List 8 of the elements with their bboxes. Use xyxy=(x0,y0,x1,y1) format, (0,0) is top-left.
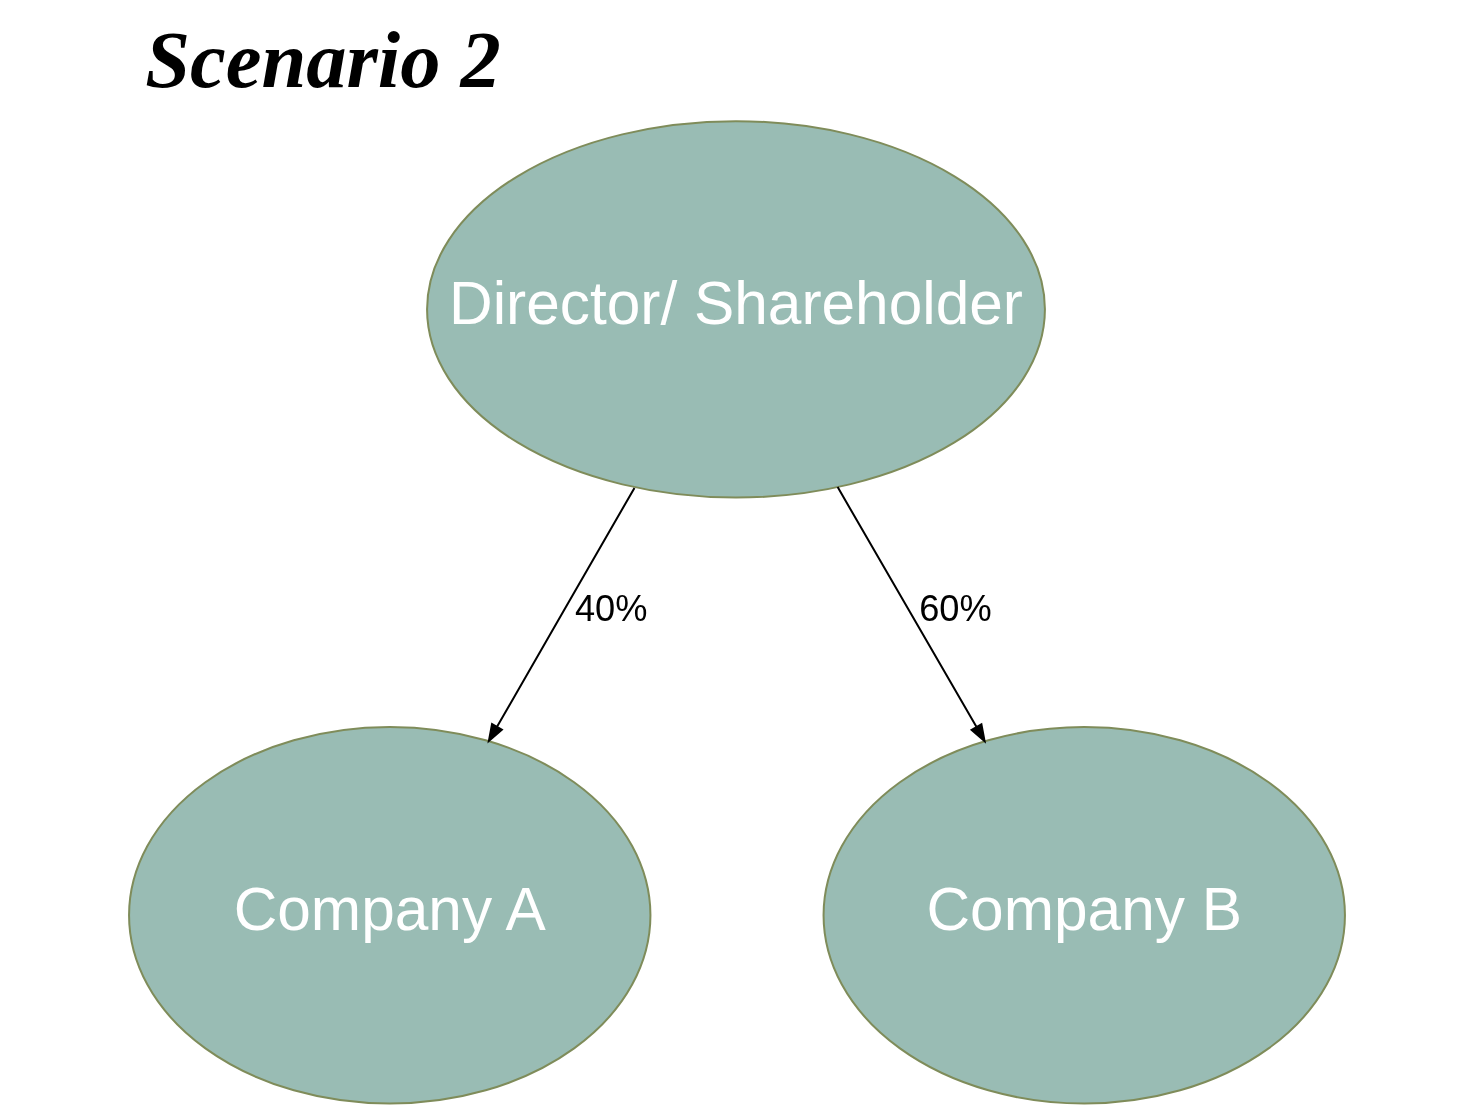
node-ellipse: Company A xyxy=(127,726,651,1105)
node-ellipse: Director/ Shareholder xyxy=(425,120,1046,499)
node-ellipse: Company B xyxy=(822,726,1346,1105)
edge-label: 60% xyxy=(918,588,992,630)
diagram-title: Scenario 2 xyxy=(144,14,501,104)
edge-label: 40% xyxy=(574,588,647,630)
arrow xyxy=(836,486,986,744)
arrow xyxy=(486,487,635,744)
